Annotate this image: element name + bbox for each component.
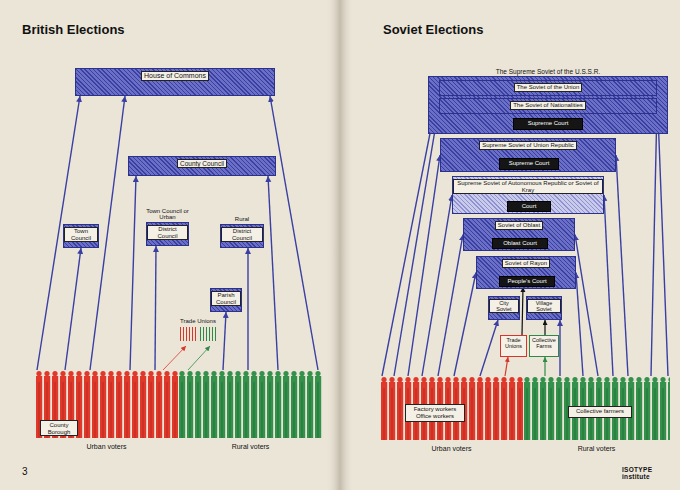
box-label: Factory workers Office workers [406,406,464,419]
box-label: Parish Council [211,291,241,306]
publisher-logo: ISOTYPE institute [622,466,680,480]
page-heading: Soviet Elections [383,22,483,37]
box-label: City Soviet [489,299,519,313]
box-label: District Council [147,225,188,240]
soviet-box: City Soviet [488,296,520,320]
box-heading: Town Council or Urban [146,208,190,221]
council-box: County Council [128,156,276,176]
voter-band: Urban votersFactory workers Office worke… [380,376,523,440]
chamber-box: The Soviet of the Union [439,80,657,96]
soviet-box: Soviet of RayonPeople's Court [476,256,576,289]
union-box: Trade Unions [500,335,527,357]
box-label: The Soviet of the Union [514,83,583,92]
vote-arrow [270,96,318,370]
court-box: Supreme Court [513,118,583,130]
vote-arrow [480,320,498,376]
box-label: Town Council [64,227,98,242]
box-label: The Soviet of Nationalities [510,101,586,110]
council-box: RuralDistrict Council [220,224,264,248]
box-label: District Council [221,227,263,242]
soviet-box: Village Soviet [526,296,562,320]
box-label: House of Commons [141,71,209,81]
union-group: Trade Unions [176,318,220,346]
vote-arrow [188,346,210,370]
box-label: Village Soviet [527,299,561,313]
court-box: Supreme Court [499,158,559,170]
vote-arrow [155,246,156,370]
vote-arrow [130,176,136,370]
box-label: Trade Unions [501,337,526,349]
box-heading: The Supreme Soviet of the U.S.S.R. [433,68,663,75]
box-label: Court [508,203,550,210]
worker-box: Factory workers Office workers [405,404,465,422]
vote-arrow [408,155,440,376]
court-box: Oblast Court [492,238,548,249]
court-box: People's Court [499,276,555,287]
box-label: Supreme Soviet of Autonomous Republic or… [453,179,603,194]
vote-arrow [223,312,226,370]
box-label: Collective farmers [569,408,631,415]
court-box: Court [507,201,551,212]
union-glyph [180,327,216,341]
vote-arrow [522,287,523,335]
vote-arrow [163,346,186,370]
box-label: Oblast Court [493,240,547,247]
box-label: People's Court [500,278,554,285]
constituency-box: County Borough [40,420,78,436]
farm-box: Collective Farms [529,335,559,357]
parliament-box: House of Commons [75,68,275,96]
vote-arrow [422,195,452,376]
soviet-box: The Supreme Soviet of the U.S.S.R.The So… [428,76,668,134]
soviet-box: Supreme Soviet of Autonomous Republic or… [452,176,604,214]
box-label: Soviet of Oblast [495,221,543,230]
band-label: Urban voters [35,443,178,451]
vote-arrow [454,273,476,377]
vote-arrow [559,320,560,376]
vote-arrow [575,235,598,377]
council-box: Town Council or UrbanDistrict Council [146,222,189,246]
box-heading: Rural [220,216,264,223]
soviet-box: Soviet of OblastOblast Court [463,218,575,251]
box-label: County Council [177,159,227,168]
box-label: Supreme Soviet of Union Republic [479,141,577,150]
vote-arrow [65,248,81,370]
soviet-box: Supreme Soviet of Union RepublicSupreme … [440,138,616,172]
vote-arrow [576,273,583,377]
voter-figures [178,370,323,438]
band-label: Urban voters [380,445,523,453]
band-label: Rural voters [178,443,323,451]
box-label: Soviet of Rayon [502,259,550,268]
council-box: Parish Council [210,288,242,312]
vote-arrow [604,195,613,376]
page-heading: British Elections [22,22,125,37]
box-label: Collective Farms [530,337,558,349]
vote-arrow [394,106,439,376]
vote-arrow [651,106,657,376]
voter-band: Rural voters [178,370,323,438]
vote-arrow [544,357,545,376]
box-label: Supreme Court [514,120,582,127]
band-label: Rural voters [523,445,670,453]
vote-arrow [247,248,248,370]
box-label: Trade Unions [176,318,220,325]
box-label: Supreme Court [500,160,558,167]
vote-arrow [505,357,508,376]
vote-arrow [544,320,545,335]
voter-band: Urban votersCounty Borough [35,370,178,438]
farmer-box: Collective farmers [568,406,632,418]
chamber-box: The Soviet of Nationalities [439,98,657,114]
box-label: County Borough [41,422,77,435]
vote-arrow [268,176,278,370]
voter-band: Rural votersCollective farmers [523,376,670,440]
vote-arrow [438,235,463,377]
vote-arrow [616,155,628,376]
page-number: 3 [22,466,28,477]
council-box: Town Council [63,224,99,248]
